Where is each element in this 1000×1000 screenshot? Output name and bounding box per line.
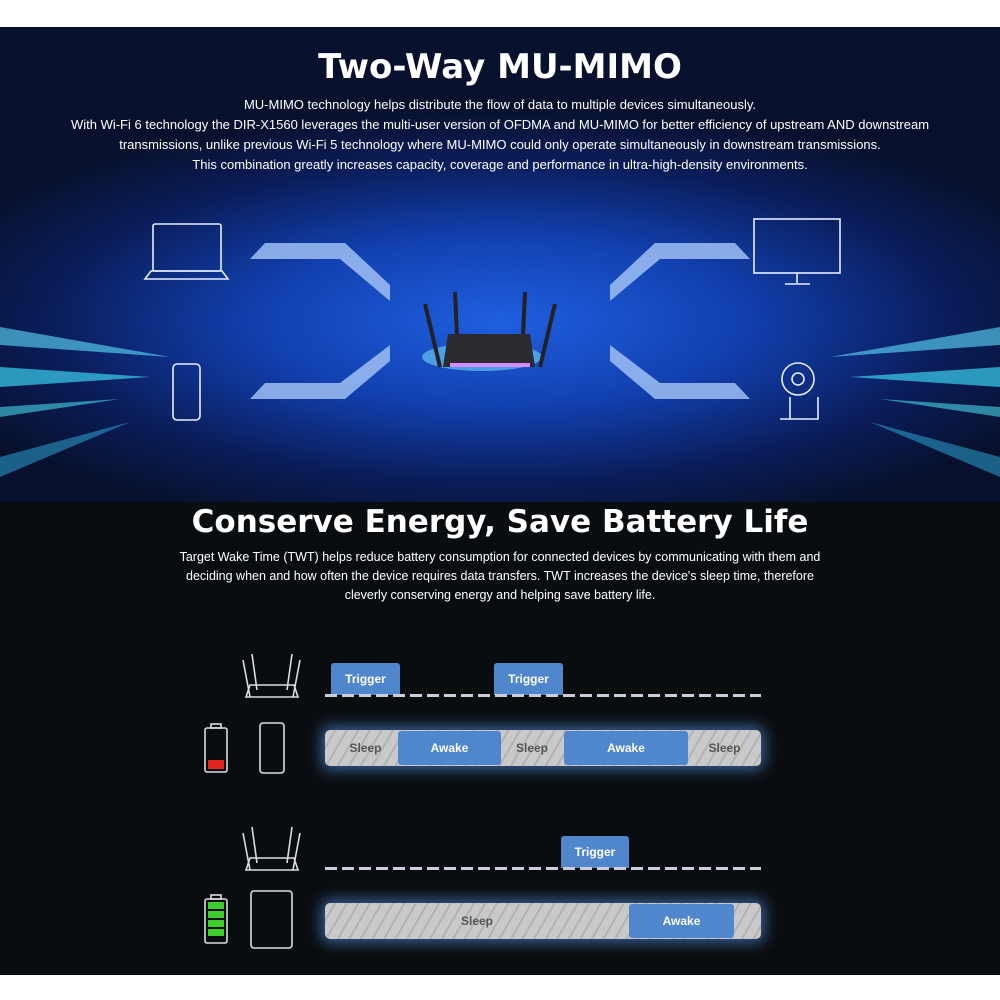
- device-timeline-2: Sleep Awake: [325, 903, 761, 939]
- phone-icon: [259, 722, 285, 774]
- timeline-2: [325, 867, 761, 870]
- desc-line: This combination greatly increases capac…: [192, 157, 808, 172]
- trigger-3: Trigger: [561, 836, 629, 868]
- battery-full-icon: [204, 894, 228, 944]
- mu-mimo-section: Two-Way MU-MIMO MU-MIMO technology helps…: [0, 27, 1000, 502]
- camera-icon: [780, 362, 819, 420]
- energy-description: Target Wake Time (TWT) helps reduce batt…: [179, 550, 821, 602]
- router-icon: [242, 826, 301, 871]
- tablet-icon: [250, 890, 293, 949]
- mu-mimo-title: Two-Way MU-MIMO: [318, 47, 682, 87]
- energy-section: Conserve Energy, Save Battery Life Targe…: [0, 502, 1000, 975]
- mu-mimo-description: MU-MIMO technology helps distribute the …: [0, 95, 1000, 175]
- arrows: [250, 243, 750, 399]
- sleep-segment: Sleep: [515, 741, 548, 755]
- laptop-icon: [143, 223, 230, 280]
- desc-line: With Wi-Fi 6 technology the DIR-X1560 le…: [70, 117, 930, 152]
- energy-title: Conserve Energy, Save Battery Life: [191, 504, 809, 540]
- sleep-segment: Sleep: [708, 741, 741, 755]
- trigger-1: Trigger: [331, 663, 400, 695]
- phone-icon: [172, 363, 201, 421]
- trigger-2: Trigger: [494, 663, 563, 695]
- device-icons: [204, 653, 301, 949]
- speed-streaks: [0, 218, 1000, 477]
- awake-segment: Awake: [398, 731, 501, 765]
- router-icon: [242, 653, 301, 698]
- router-image: [422, 291, 557, 371]
- awake-segment: Awake: [564, 731, 688, 765]
- timeline-1: [325, 694, 761, 697]
- awake-segment: Awake: [629, 904, 734, 938]
- sleep-segment: Sleep: [460, 914, 493, 928]
- device-timeline-1: Sleep Awake Sleep Awake Sleep: [325, 730, 761, 766]
- battery-low-icon: [204, 723, 228, 773]
- monitor-icon: [753, 218, 841, 285]
- sleep-segment: Sleep: [349, 741, 382, 755]
- desc-line: MU-MIMO technology helps distribute the …: [243, 97, 757, 112]
